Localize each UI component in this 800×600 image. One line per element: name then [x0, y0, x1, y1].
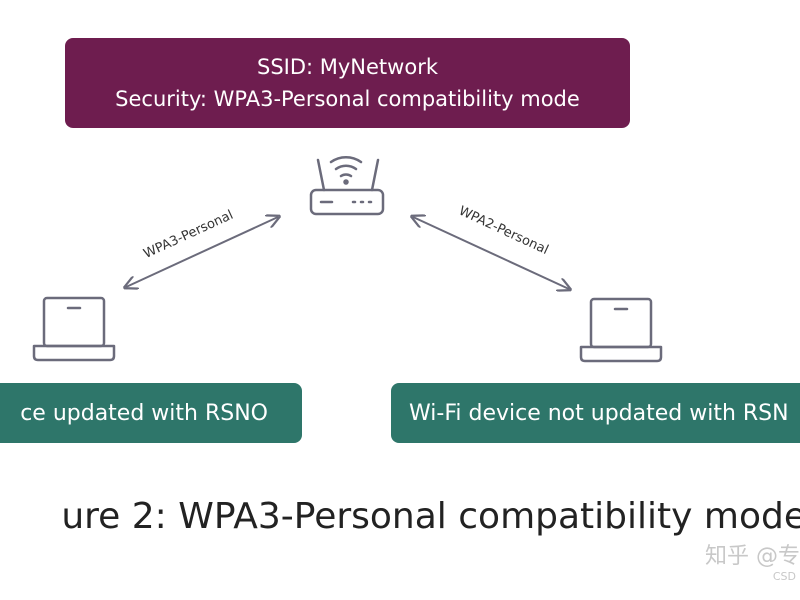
updated-device-box: ce updated with RSNO: [0, 383, 302, 443]
watermark: 知乎 @专: [705, 544, 800, 569]
figure-caption: ure 2: WPA3-Personal compatibility mode: [0, 492, 800, 552]
left-link-arrow: WPA3-Personal: [126, 208, 278, 287]
wifi-router-icon: [309, 155, 385, 216]
security-text: Security: WPA3-Personal compatibility mo…: [115, 87, 580, 111]
ssid-text: SSID: MyNetwork: [256, 55, 438, 79]
figure-caption-text: ure 2: WPA3-Personal compatibility mode: [61, 496, 800, 537]
watermark-sub: CSD: [772, 570, 796, 583]
left-link-label: WPA3-Personal: [141, 208, 235, 262]
right-link-arrow: WPA2-Personal: [413, 204, 569, 289]
updated-device-label: ce updated with RSNO: [20, 400, 268, 426]
right-laptop-icon: [579, 297, 663, 363]
not-updated-device-box: Wi-Fi device not updated with RSN: [391, 383, 800, 443]
left-laptop-icon: [32, 296, 116, 362]
right-link-label: WPA2-Personal: [456, 204, 550, 258]
not-updated-device-label: Wi-Fi device not updated with RSN: [409, 400, 789, 426]
network-banner: SSID: MyNetwork Security: WPA3-Personal …: [65, 38, 630, 128]
